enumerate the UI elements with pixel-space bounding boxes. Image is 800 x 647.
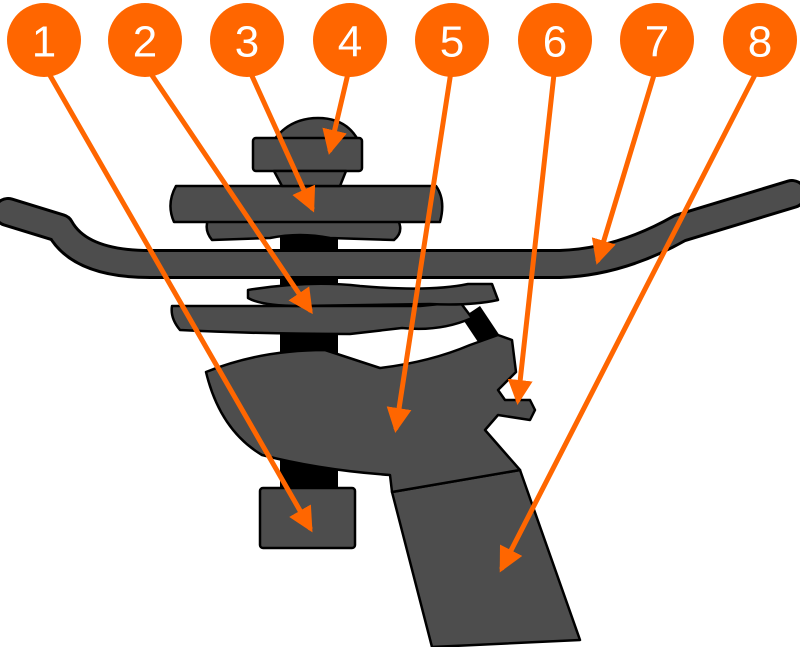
- callout-7-badge: [620, 3, 694, 77]
- callout-5-pointer: [386, 62, 455, 433]
- callout-8: 8: [499, 3, 797, 573]
- callout-8-badge: [723, 3, 797, 77]
- callout-1-badge: [7, 3, 81, 77]
- callout-7-label: 7: [645, 18, 669, 67]
- callout-4-pointer: [322, 62, 353, 155]
- top-bolt-head-dome: [272, 116, 360, 142]
- callout-7-pointer: [591, 62, 660, 265]
- callout-1-pointer: [41, 62, 313, 533]
- callout-3-badge: [210, 3, 284, 77]
- callout-3-pointer: [244, 62, 316, 213]
- seatpost-head: [204, 333, 537, 494]
- saddle-rail: [0, 182, 800, 276]
- callout-5-badge: [415, 3, 489, 77]
- callout-1-label: 1: [32, 18, 56, 67]
- callout-8-pointer: [499, 62, 763, 573]
- callout-2-badge: [108, 3, 182, 77]
- callout-6-label: 6: [543, 18, 567, 67]
- callout-5-label: 5: [440, 18, 464, 67]
- callout-8-label: 8: [748, 18, 772, 67]
- callout-2-pointer: [142, 62, 313, 315]
- barrel-nut: [258, 486, 357, 550]
- top-bolt-head: [251, 136, 364, 173]
- callout-4-badge: [313, 3, 387, 77]
- callout-4: 4: [313, 3, 387, 155]
- callout-6-pointer: [507, 62, 558, 405]
- callout-2-label: 2: [133, 18, 157, 67]
- callout-3: 3: [210, 3, 316, 213]
- callout-6: 6: [507, 3, 592, 405]
- callout-4-label: 4: [338, 18, 362, 67]
- callout-5: 5: [386, 3, 489, 433]
- lower-cradle: [170, 300, 474, 336]
- callout-1: 1: [7, 3, 313, 533]
- callout-7: 7: [591, 3, 694, 265]
- callout-3-label: 3: [235, 18, 259, 67]
- callout-6-badge: [518, 3, 592, 77]
- lower-cradle-top: [246, 282, 500, 308]
- callout-2: 2: [108, 3, 313, 315]
- seatpost-tube: [390, 468, 582, 647]
- top-bolt-washer: [272, 169, 348, 188]
